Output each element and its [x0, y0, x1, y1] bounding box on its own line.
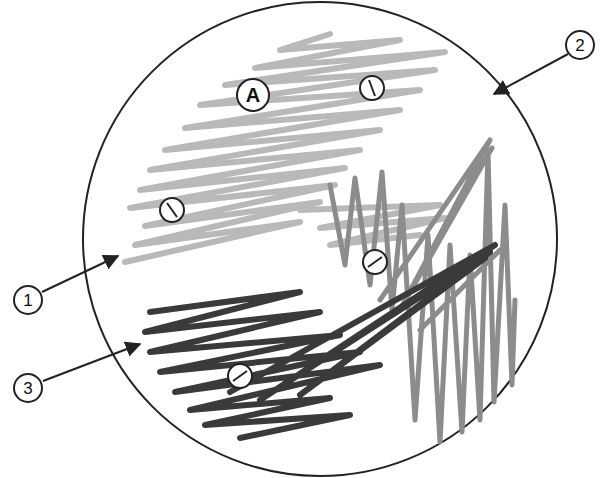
region-1-scribble — [125, 34, 445, 262]
leader-arrow — [494, 54, 568, 94]
pattern-symbol — [360, 76, 384, 100]
region-letter-circle: A — [236, 78, 270, 112]
pattern-symbol — [363, 250, 387, 274]
callout-number-circle: 3 — [13, 373, 43, 403]
pattern-symbol — [228, 364, 252, 388]
callout-number: 2 — [575, 37, 584, 54]
leader-arrow — [43, 344, 140, 381]
dish-outline — [83, 2, 557, 476]
pattern-symbol — [160, 198, 184, 222]
callout-number: 3 — [23, 380, 32, 397]
region-3-scribble — [145, 245, 495, 438]
callout-number-circle: 1 — [13, 285, 43, 315]
callout-number: 1 — [23, 292, 32, 309]
leader-arrow — [42, 256, 118, 292]
callout-number-circle: 2 — [565, 30, 595, 60]
region-letter: A — [246, 85, 260, 105]
